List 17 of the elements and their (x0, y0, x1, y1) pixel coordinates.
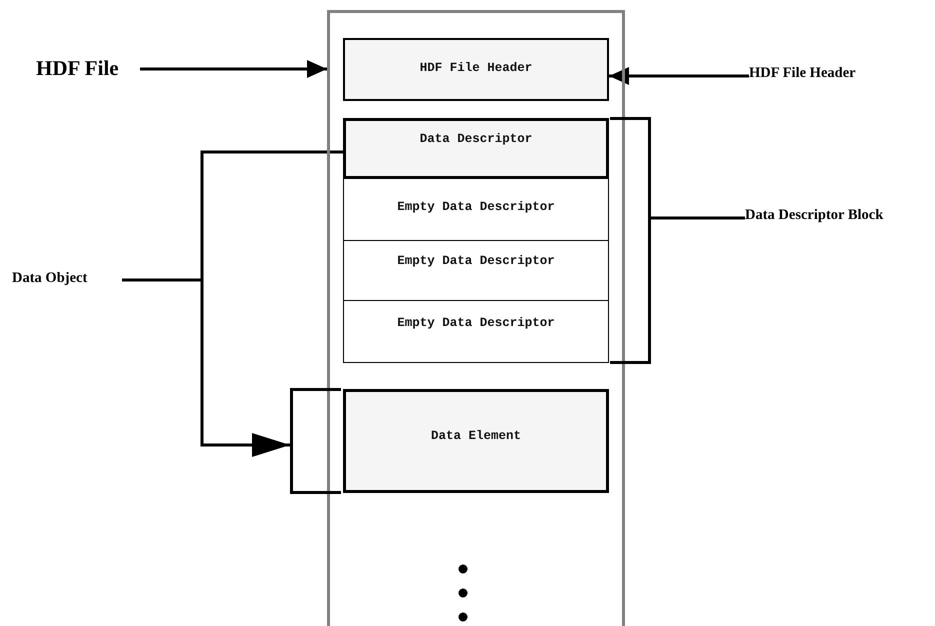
descriptor-box: Empty Data Descriptor (343, 240, 609, 301)
label-text: HDF File Header (749, 65, 909, 85)
arrow (140, 60, 327, 78)
label-text: Data Object (12, 270, 122, 290)
label-text: Data Descriptor Block (745, 207, 925, 227)
descriptor-box: Data Descriptor (343, 118, 609, 179)
leader-line (651, 216, 745, 220)
descriptor-box: Empty Data Descriptor (343, 178, 609, 241)
bracket (290, 388, 341, 494)
bracket (610, 117, 651, 364)
arrow (609, 67, 749, 85)
label-text: HDF File (36, 56, 140, 82)
header-box: HDF File Header (343, 38, 609, 101)
file-column (327, 10, 625, 626)
descriptor-box: Empty Data Descriptor (343, 300, 609, 363)
data-element-box: Data Element (343, 389, 609, 493)
arrow (122, 278, 290, 457)
